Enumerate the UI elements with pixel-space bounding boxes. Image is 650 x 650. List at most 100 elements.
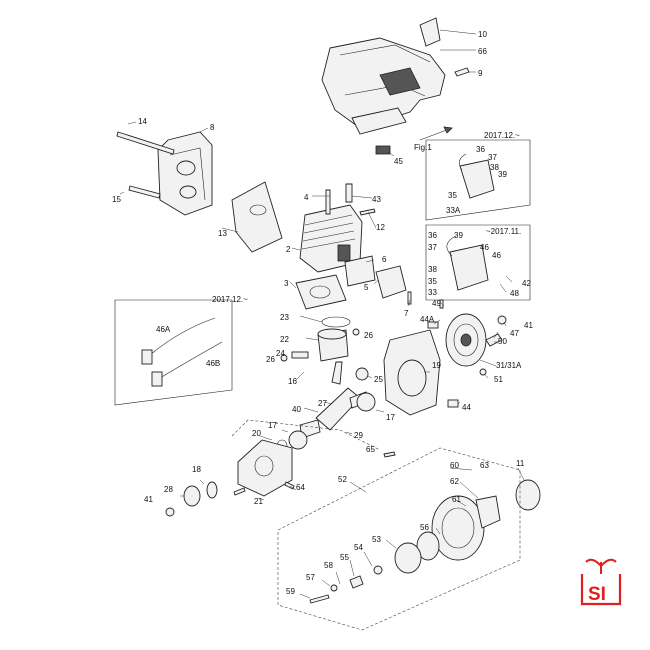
label-63: 63 (480, 461, 489, 470)
nut-41 (497, 315, 507, 325)
seal-28 (183, 485, 201, 507)
label-64: 64 (296, 483, 305, 492)
label-57: 57 (306, 573, 315, 582)
label-46b: 46 (492, 251, 501, 260)
box-ignition-old (425, 224, 531, 301)
label-12: 12 (376, 223, 385, 232)
label-44a: 44A (420, 315, 435, 324)
label-52: 52 (338, 475, 347, 484)
label-62: 62 (450, 477, 459, 486)
label-23: 23 (280, 313, 289, 322)
label-24: 24 (276, 349, 285, 358)
wire-46a (149, 317, 216, 356)
label-26a: 26 (364, 331, 373, 340)
muffler (157, 131, 213, 216)
label-15: 15 (112, 195, 121, 204)
label-2: 2 (286, 245, 291, 254)
label-38a: 38 (490, 163, 499, 172)
cylinder-bolt (325, 189, 331, 215)
label-33b: 33 (428, 288, 437, 297)
module-old (449, 244, 489, 291)
label-41: 41 (144, 495, 153, 504)
muffler-bolt-15 (128, 185, 161, 199)
label-5: 5 (364, 283, 369, 292)
spring-54 (373, 565, 383, 575)
piston-pin (291, 351, 309, 359)
circlip-26b (280, 354, 288, 362)
spark-plug (345, 183, 353, 203)
label-25: 25 (374, 375, 383, 384)
label-33a: 33A (446, 206, 461, 215)
label-9: 9 (478, 69, 483, 78)
label-4: 4 (304, 193, 309, 202)
label-41b: 41 (524, 321, 533, 330)
disc-11 (515, 479, 541, 511)
label-3: 3 (284, 279, 289, 288)
recoil-starter (431, 495, 501, 561)
bolt-21 (233, 487, 246, 496)
label-17a: 17 (386, 413, 395, 422)
washer-58 (330, 584, 338, 592)
spring-51 (479, 368, 487, 376)
washer-18 (206, 481, 218, 499)
leader-lines (119, 29, 525, 599)
label-7: 7 (404, 309, 409, 318)
label-40: 40 (292, 405, 301, 414)
screw-59 (309, 594, 330, 604)
nut-41b (165, 507, 175, 517)
label-6: 6 (382, 255, 387, 264)
cylinder (299, 204, 363, 273)
insulator-6 (344, 255, 376, 287)
label-37b: 37 (428, 243, 437, 252)
label-39a: 39 (498, 170, 507, 179)
circlip-26a (352, 328, 360, 336)
wire-46b (159, 341, 223, 379)
bearing-17b (356, 392, 376, 412)
label-59: 59 (286, 587, 295, 596)
label-36b: 36 (428, 231, 437, 240)
label-35b: 35 (428, 277, 437, 286)
label-37a: 37 (488, 153, 497, 162)
label-35a: 35 (448, 191, 457, 200)
label-49: 49 (432, 299, 441, 308)
label-31: 31/31A (496, 361, 522, 370)
label-58: 58 (324, 561, 333, 570)
key-44 (447, 399, 459, 408)
label-38b: 38 (428, 265, 437, 274)
label-42: 42 (522, 279, 531, 288)
label-16: 16 (288, 377, 297, 386)
date-new-left: 2017.12.~ (212, 295, 248, 304)
label-36a: 36 (476, 145, 485, 154)
crankcase-cover (237, 439, 293, 497)
fig1-label: Fig.1 (414, 143, 432, 152)
label-39b: 39 (454, 231, 463, 240)
label-65: 65 (366, 445, 375, 454)
bolt-65 (383, 451, 396, 458)
label-56: 56 (420, 523, 429, 532)
brand-logo: SI (580, 558, 622, 606)
bearing-25 (355, 367, 369, 381)
date-new-top: 2017.12.~ (484, 131, 520, 140)
label-14: 14 (138, 117, 147, 126)
muffler-bolt-14 (116, 131, 175, 155)
label-46a: 46 (480, 243, 489, 252)
heat-shield-13 (231, 181, 283, 253)
label-8: 8 (210, 123, 215, 132)
crankcase-dashed-outline (231, 419, 381, 451)
label-21: 21 (254, 497, 263, 506)
label-19: 19 (432, 361, 441, 370)
date-old: ~2017.11. (486, 227, 521, 236)
label-54: 54 (354, 543, 363, 552)
label-18: 18 (192, 465, 201, 474)
engine-cover (321, 17, 446, 135)
label-60: 60 (450, 461, 459, 470)
piston (317, 328, 349, 362)
label-50: 50 (498, 337, 507, 346)
part-labels: 10 66 9 8 14 15 45 4 43 13 2 12 3 6 5 7 … (112, 30, 533, 596)
label-66: 66 (478, 47, 487, 56)
label-20: 20 (252, 429, 261, 438)
bearing-17a (288, 430, 308, 450)
label-47: 47 (510, 329, 519, 338)
logo-text: SI (588, 584, 606, 605)
